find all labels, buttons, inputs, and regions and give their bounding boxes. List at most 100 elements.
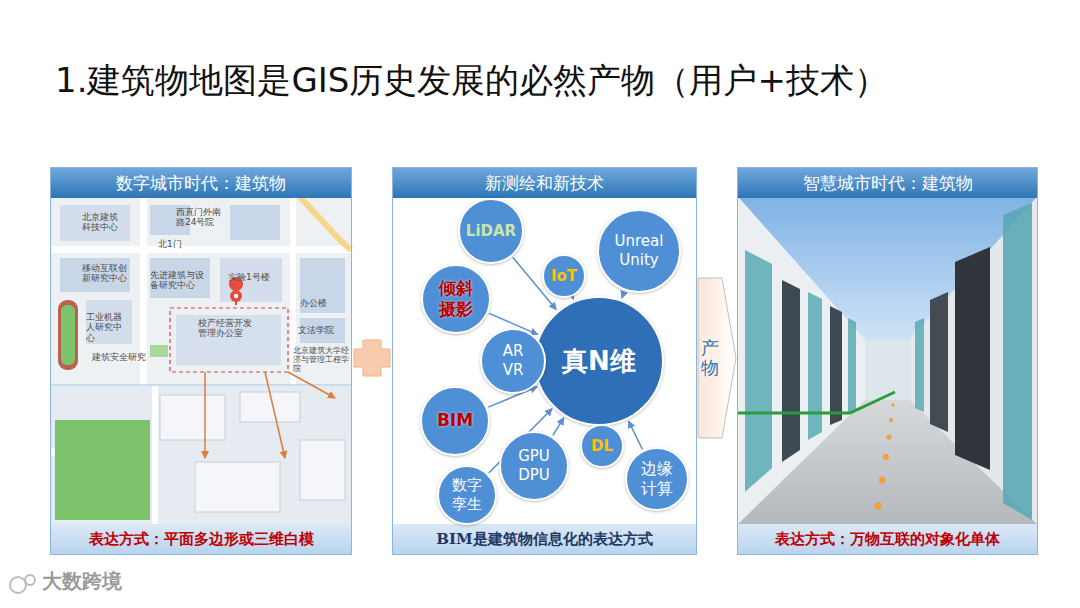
tech-circle: 边缘计算 xyxy=(625,447,689,511)
tech-circle: GPU DPU xyxy=(499,431,569,501)
tech-circle: Unreal Unity xyxy=(597,209,681,293)
map-marker xyxy=(230,278,242,305)
panel-box: 智慧城市时代：建筑物表达方式：万物互联的对象化单体 xyxy=(737,167,1038,555)
map-label: 北1门 xyxy=(158,239,182,249)
map-road xyxy=(152,386,158,525)
map-label: 西直门外南路24号院 xyxy=(176,207,224,228)
circle-label: 数字孪生 xyxy=(451,476,483,514)
block-arrow xyxy=(698,278,736,438)
map-label: 工业机器人研究中心 xyxy=(86,312,130,343)
tech-circle: 真N维 xyxy=(534,296,664,426)
panel-footer: 表达方式：万物互联的对象化单体 xyxy=(738,524,1037,554)
map-label: 办公楼 xyxy=(300,298,327,308)
focus-box xyxy=(170,308,288,372)
panel-header: 新测绘和新技术 xyxy=(393,168,696,198)
watermark-icon xyxy=(25,575,35,585)
circle-label: IoT xyxy=(551,267,577,286)
showcase xyxy=(782,280,800,462)
glass-panel xyxy=(915,318,924,412)
map-label: 先进建筑与设备研究中心 xyxy=(150,270,206,291)
map-label: 实验1号楼 xyxy=(228,272,270,282)
map-track xyxy=(58,300,78,370)
map-label: 北京建筑科技中心 xyxy=(82,212,122,233)
tech-circle: 数字孪生 xyxy=(437,465,497,525)
panel-footer: 表达方式：平面多边形或三维白模 xyxy=(51,524,351,554)
circle-label: LiDAR xyxy=(466,222,516,241)
map-marker xyxy=(234,294,238,298)
map-road xyxy=(51,448,55,456)
connector-arrow xyxy=(629,421,643,449)
footer-text: 表达方式：平面多边形或三维白模 xyxy=(89,530,314,549)
corridor-end xyxy=(865,340,910,400)
map-building xyxy=(300,440,345,500)
glass-panel xyxy=(1003,203,1032,520)
map-ground xyxy=(51,197,351,385)
glass-panel xyxy=(745,250,772,492)
map-building xyxy=(195,462,280,512)
circle-label: DL xyxy=(591,437,613,456)
floor-light xyxy=(879,477,886,484)
tech-circle: 倾斜摄影 xyxy=(421,264,491,334)
glass-panel xyxy=(848,318,856,413)
circle-label: Unreal Unity xyxy=(610,232,668,270)
plus-sign xyxy=(354,340,390,376)
route-line xyxy=(738,392,895,413)
circle-label: 边缘计算 xyxy=(640,459,675,499)
map-label: 建筑安全研究 xyxy=(92,352,146,362)
zoom-arrow xyxy=(288,372,335,398)
map-building xyxy=(86,300,132,344)
tech-circle: LiDAR xyxy=(458,198,524,264)
map-divider xyxy=(51,385,351,386)
footer-text: 表达方式：万物互联的对象化单体 xyxy=(775,530,1000,549)
showcase xyxy=(830,306,842,425)
tech-circle: BIM xyxy=(420,386,490,456)
map-label: 北京建筑大学经济与管理工程学院 xyxy=(293,346,349,374)
map-label: 文法学院 xyxy=(298,325,334,335)
showcase xyxy=(955,247,990,470)
watermark: 大数跨境 xyxy=(42,570,122,593)
header-text: 数字城市时代：建筑物 xyxy=(116,172,286,195)
panel-header: 智慧城市时代：建筑物 xyxy=(738,168,1037,198)
map-building xyxy=(160,395,225,440)
panel-footer: BIM是建筑物信息化的表达方式 xyxy=(393,524,696,554)
connector-arrow xyxy=(572,297,574,299)
showcase xyxy=(930,292,948,432)
zoom-arrow xyxy=(265,372,285,458)
header-text: 智慧城市时代：建筑物 xyxy=(803,172,973,195)
map-building xyxy=(60,258,130,292)
map-building xyxy=(220,258,282,302)
map-label: 校产经营开发管理办公室 xyxy=(198,318,256,339)
panel-ground xyxy=(50,167,352,555)
map-building xyxy=(176,315,281,365)
header-text: 新测绘和新技术 xyxy=(485,172,604,195)
circle-label: 真N维 xyxy=(562,345,636,378)
map-field xyxy=(55,420,150,520)
tech-circle: AR VR xyxy=(480,328,546,394)
map-road xyxy=(51,246,351,253)
watermark-icon xyxy=(10,577,26,593)
floor-light xyxy=(874,502,882,510)
connector-arrow xyxy=(622,291,624,298)
circle-label: GPU DPU xyxy=(514,447,554,485)
map-green xyxy=(150,345,168,357)
panel-box: 新测绘和新技术 BIM是建筑物信息化的表达方式 LiDAR IoT Unreal Uni… xyxy=(392,167,697,555)
floor-light xyxy=(889,418,893,422)
panel-ground xyxy=(392,167,697,555)
glass-panel xyxy=(808,292,822,440)
panel-ground xyxy=(737,167,1038,555)
map-building xyxy=(150,258,210,298)
floor-light xyxy=(886,434,891,439)
edge-label: 产物 xyxy=(701,338,719,378)
floor-light xyxy=(883,454,889,460)
footer-text: BIM是建筑物信息化的表达方式 xyxy=(436,530,652,549)
circle-label: BIM xyxy=(437,410,473,431)
map-field xyxy=(61,305,75,365)
map-road xyxy=(300,197,351,250)
circle-label: 倾斜摄影 xyxy=(438,278,474,321)
map-building xyxy=(300,258,345,313)
slide-title: 1.建筑物地图是GIS历史发展的必然产物（用户+技术） xyxy=(55,58,888,104)
tech-circle: DL xyxy=(580,424,624,468)
map-marker xyxy=(230,290,242,302)
panel-header: 数字城市时代：建筑物 xyxy=(51,168,351,198)
